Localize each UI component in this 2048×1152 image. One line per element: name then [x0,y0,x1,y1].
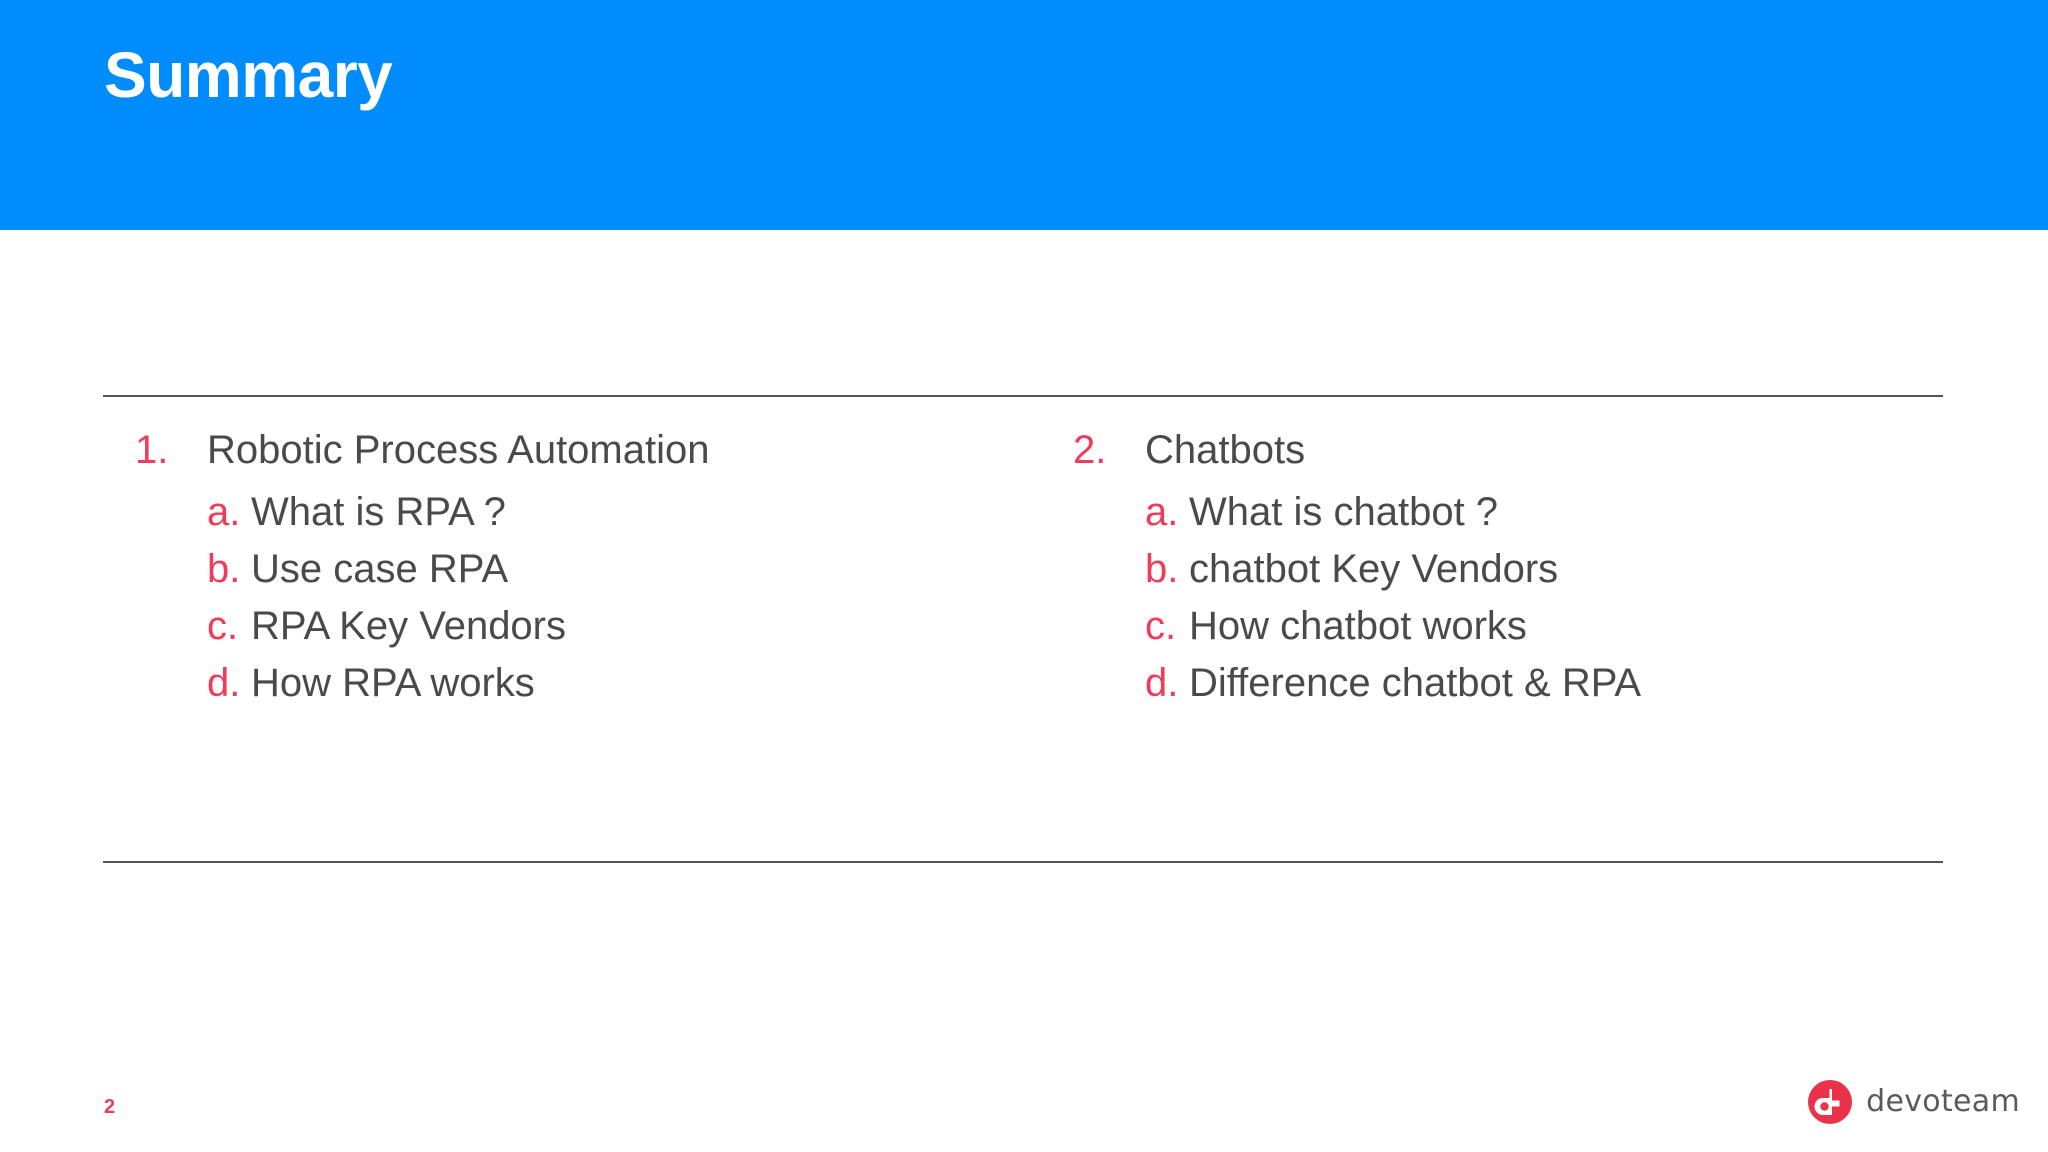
list-item[interactable]: a. What is RPA ? [207,492,1023,532]
subtopic-marker: d. [207,661,241,705]
topic-marker: 1. [135,428,169,472]
subtopic-marker: b. [1145,547,1179,591]
subtopic-list-1: a. What is RPA ? b. Use case RPA c. RPA … [207,492,1023,703]
topic-label: Robotic Process Automation [207,428,710,472]
summary-column-chatbots: 2. Chatbots a. What is chatbot ? b. chat… [1023,430,1943,850]
list-item[interactable]: d. How RPA works [207,663,1023,703]
summary-column-rpa: 1. Robotic Process Automation a. What is… [103,430,1023,850]
summary-content: 1. Robotic Process Automation a. What is… [103,430,1943,850]
page-number: 2 [104,1096,116,1118]
subtopic-marker: a. [207,490,241,534]
list-item[interactable]: a. What is chatbot ? [1145,492,1943,532]
subtopic-label: Difference chatbot & RPA [1189,661,1642,705]
subtopic-label: chatbot Key Vendors [1189,547,1559,591]
topic-label: Chatbots [1145,428,1306,472]
summary-topic-2[interactable]: 2. Chatbots [1073,430,1943,470]
subtopic-label: How chatbot works [1189,604,1527,648]
list-item[interactable]: d. Difference chatbot & RPA [1145,663,1943,703]
summary-topic-1[interactable]: 1. Robotic Process Automation [135,430,1023,470]
list-item[interactable]: b. Use case RPA [207,549,1023,589]
devoteam-wordmark: devoteam [1866,1084,2020,1119]
devoteam-logo-icon [1808,1080,1853,1124]
subtopic-marker: c. [207,604,239,648]
list-item[interactable]: c. RPA Key Vendors [207,606,1023,646]
page-title: Summary [104,39,393,111]
subtopic-label: How RPA works [251,661,535,705]
subtopic-label: What is chatbot ? [1189,490,1499,534]
divider-bottom [103,861,1943,863]
list-item[interactable]: c. How chatbot works [1145,606,1943,646]
subtopic-list-2: a. What is chatbot ? b. chatbot Key Vend… [1145,492,1943,703]
subtopic-label: What is RPA ? [251,490,506,534]
devoteam-logo: devoteam [1806,1078,2020,1126]
title-banner: Summary [0,0,2048,230]
subtopic-marker: d. [1145,661,1179,705]
subtopic-marker: a. [1145,490,1179,534]
subtopic-marker: b. [207,547,241,591]
divider-top [103,395,1943,397]
topic-marker: 2. [1073,428,1107,472]
subtopic-label: Use case RPA [251,547,509,591]
subtopic-label: RPA Key Vendors [251,604,566,648]
list-item[interactable]: b. chatbot Key Vendors [1145,549,1943,589]
subtopic-marker: c. [1145,604,1177,648]
